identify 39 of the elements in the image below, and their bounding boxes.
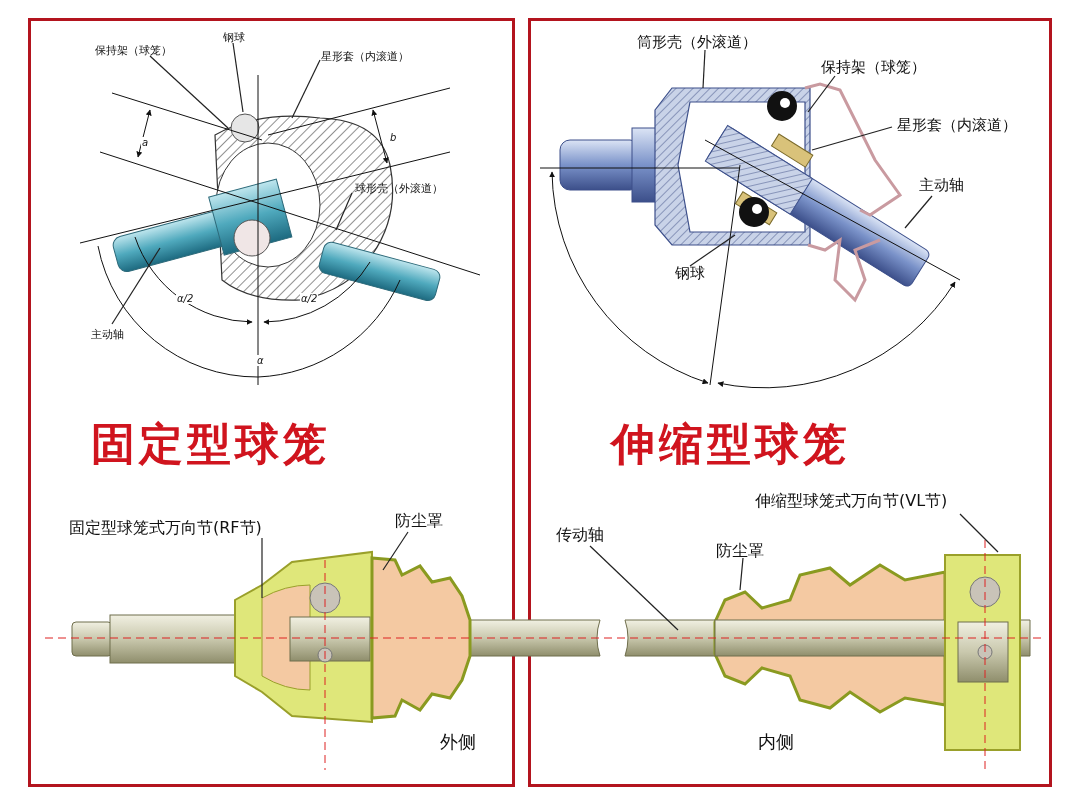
part-label: 筒形壳（外滚道） xyxy=(637,34,757,51)
leader-line xyxy=(589,545,679,631)
part-label: 星形套（内滚道） xyxy=(321,51,409,64)
part-label: 主动轴 xyxy=(91,329,124,342)
leader-line xyxy=(232,42,244,113)
side-label: 外侧 xyxy=(440,732,476,752)
leader-line xyxy=(261,537,263,599)
part-label: 固定型球笼式万向节(RF节) xyxy=(69,519,262,537)
leader-line xyxy=(811,126,893,151)
dimension-label: α/2 xyxy=(176,293,195,304)
dimension-label: a xyxy=(141,137,150,148)
side-label: 内侧 xyxy=(758,732,794,752)
part-label: 传动轴 xyxy=(556,526,604,544)
part-label: 星形套（内滚道） xyxy=(897,117,1017,134)
part-label: 钢球 xyxy=(223,32,245,45)
leader-line xyxy=(149,55,229,129)
leader-line xyxy=(739,557,744,591)
dimension-label: b xyxy=(389,132,398,143)
part-label: 防尘罩 xyxy=(716,542,764,560)
part-label: 伸缩型球笼式万向节(VL节) xyxy=(755,492,948,510)
leader-line xyxy=(689,234,736,267)
part-label: 防尘罩 xyxy=(395,512,443,530)
leader-line xyxy=(335,192,353,231)
part-label: 保持架（球笼） xyxy=(821,59,926,76)
leader-line xyxy=(702,49,706,89)
part-label: 保持架（球笼） xyxy=(95,45,172,58)
leader-line xyxy=(959,513,999,553)
leader-line xyxy=(382,531,409,571)
panel-title: 固定型球笼 xyxy=(91,417,331,471)
dimension-label: α/2 xyxy=(300,293,319,304)
panel-title: 伸缩型球笼 xyxy=(611,417,851,471)
leader-line xyxy=(904,195,933,229)
leader-line xyxy=(807,75,836,113)
part-label: 主动轴 xyxy=(919,177,964,194)
part-label: 球形壳（外滚道） xyxy=(355,183,443,196)
dimension-label: α xyxy=(256,355,265,366)
leader-line xyxy=(291,59,321,119)
part-label: 钢球 xyxy=(675,265,705,282)
leader-line xyxy=(111,247,161,325)
